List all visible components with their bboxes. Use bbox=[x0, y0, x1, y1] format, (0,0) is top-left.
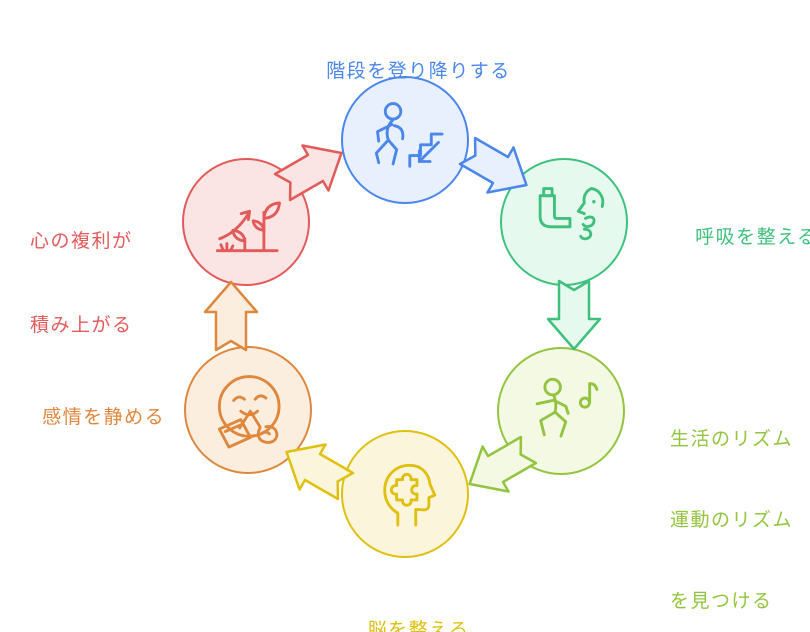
head-puzzle-icon bbox=[383, 463, 437, 527]
calm-face-reading-icon bbox=[217, 375, 281, 449]
label-calm: 感情を静める bbox=[15, 377, 165, 458]
label-rhythm-line2: 運動のリズム bbox=[670, 510, 794, 531]
label-stairs: 階段を登り降りする bbox=[0, 31, 810, 112]
label-compound-line2: 積み上がる bbox=[30, 315, 133, 336]
label-calm-line: 感情を静める bbox=[42, 407, 166, 428]
label-brain: 脳を整える bbox=[0, 590, 810, 632]
label-rhythm-line3: を見つける bbox=[670, 591, 773, 612]
node-stairs bbox=[341, 76, 469, 204]
sprouting-growth-icon bbox=[215, 201, 281, 253]
inhaler-breathing-face-icon bbox=[538, 187, 605, 241]
arrow-brain-to-calm bbox=[285, 443, 355, 501]
arrow-rhythm-to-brain bbox=[468, 435, 538, 493]
label-compound-line1: 心の複利が bbox=[30, 231, 133, 252]
arrow-calm-to-compound bbox=[203, 280, 259, 352]
node-compound bbox=[182, 158, 310, 286]
stairs-descent-icon bbox=[374, 102, 444, 168]
label-compound: 心の複利が 積み上がる bbox=[30, 172, 133, 396]
label-stairs-line: 階段を登り降りする bbox=[326, 61, 511, 82]
label-breath: 呼吸を整える bbox=[668, 197, 810, 278]
node-brain bbox=[341, 430, 469, 558]
arrow-stairs-to-breath bbox=[458, 136, 528, 194]
label-brain-line: 脳を整える bbox=[367, 620, 470, 632]
arrow-compound-to-stairs bbox=[273, 144, 343, 202]
runner-music-note-icon bbox=[535, 377, 599, 438]
label-breath-line: 呼吸を整える bbox=[695, 227, 810, 248]
label-rhythm-line1: 生活のリズム bbox=[670, 429, 794, 450]
arrow-breath-to-rhythm bbox=[546, 279, 602, 351]
label-rhythm: 生活のリズム 運動のリズム を見つける bbox=[670, 372, 793, 632]
